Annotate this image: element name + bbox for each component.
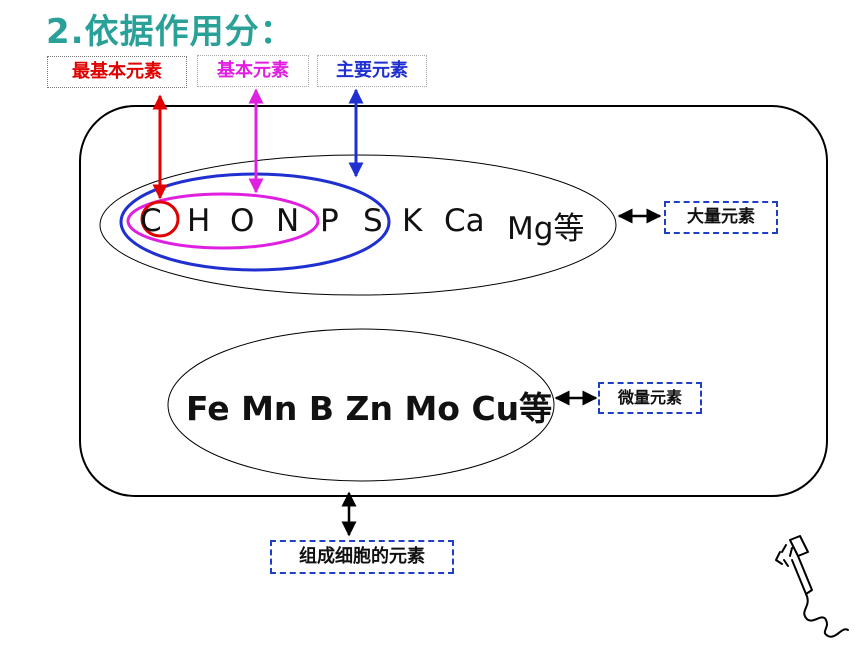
element-symbol: C — [140, 203, 162, 239]
cell-elements-label: 组成细胞的元素 — [270, 540, 454, 574]
page-title: 2.依据作用分： — [46, 12, 295, 52]
most-basic-element-label: 最基本元素 — [47, 56, 187, 88]
basic-elements-ellipse — [126, 192, 320, 250]
micro-elements-text: Fe Mn B Zn Mo Cu等 — [186, 389, 553, 428]
basic-element-label: 基本元素 — [197, 55, 309, 87]
element-symbol: Ca — [444, 203, 485, 239]
cell-elements-box — [79, 105, 828, 497]
element-symbol: S — [363, 203, 383, 239]
pen-doodle-icon — [775, 535, 849, 638]
micro-elements-ellipse — [167, 328, 555, 482]
element-symbol: K — [402, 203, 423, 239]
micro-element-label: 微量元素 — [598, 382, 702, 414]
element-symbol: Mg等 — [507, 211, 585, 247]
element-symbol: N — [276, 203, 300, 239]
main-element-label: 主要元素 — [317, 55, 427, 87]
most-basic-element-circle — [140, 200, 180, 238]
element-symbol: P — [320, 203, 339, 239]
element-symbol: O — [230, 203, 255, 239]
macro-element-label: 大量元素 — [664, 201, 778, 234]
element-symbol: H — [187, 203, 211, 239]
